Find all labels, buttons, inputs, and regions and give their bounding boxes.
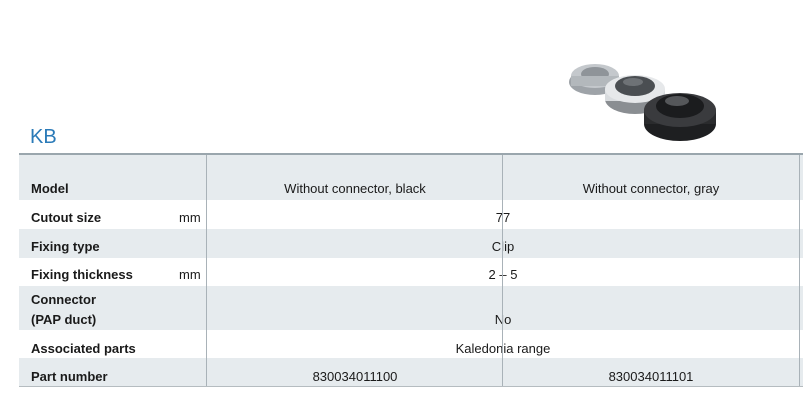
table-row-associated-parts: Associated parts Kaledonia range [19,330,803,358]
part-number-gray: 830034011101 [608,369,694,384]
air-vent-product-image [569,64,716,141]
product-family-title: KB [30,126,57,148]
column-divider-2 [502,155,503,386]
connector-label: Connector [31,292,96,307]
model-gray-value: Without connector, gray [582,181,720,196]
fixing-type-label: Fixing type [31,239,100,254]
fixing-thickness-label: Fixing thickness [31,267,133,282]
cutout-unit: mm [179,210,201,225]
fixing-thickness-value: 2 – 5 [488,267,518,282]
column-divider-1 [206,155,207,386]
table-row-connector: Connector (PAP duct) No [19,286,803,330]
part-number-black: 830034011100 [312,369,398,384]
cutout-label: Cutout size [31,210,102,225]
table-row-fixing-type: Fixing type Clip [19,229,803,258]
connector-value: No [494,312,512,327]
cutout-value: 77 [495,210,511,225]
connector-sublabel: (PAP duct) [31,312,97,327]
part-number-label: Part number [31,369,108,384]
associated-parts-value: Kaledonia range [455,341,551,356]
table-row-part-number: Part number 830034011100 830034011101 [19,358,803,386]
fixing-type-value: Clip [491,239,515,254]
table-row-model: Model Without connector, black Without c… [19,155,803,200]
table-row-cutout: Cutout size mm 77 [19,200,803,229]
fixing-thickness-unit: mm [179,267,201,282]
model-black-value: Without connector, black [284,181,426,196]
table-row-fixing-thickness: Fixing thickness mm 2 – 5 [19,258,803,286]
column-divider-3 [799,155,800,386]
table-top-rule [19,153,803,155]
model-label: Model [31,181,69,196]
associated-parts-label: Associated parts [31,341,136,356]
table-bottom-rule [19,386,803,387]
